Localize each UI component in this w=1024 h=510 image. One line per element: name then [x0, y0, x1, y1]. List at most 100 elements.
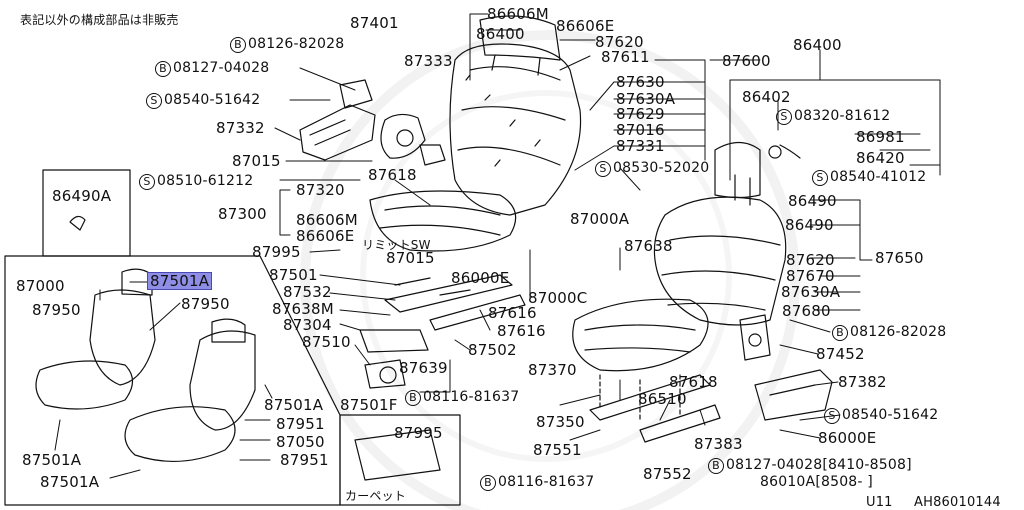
- bolt-marker-icon: B: [230, 37, 246, 53]
- part-87995-a[interactable]: 87995: [252, 243, 301, 261]
- part-87502[interactable]: 87502: [468, 341, 517, 359]
- footer-diagram-code: AH86010144: [914, 495, 1001, 510]
- part-87501[interactable]: 87501: [269, 266, 318, 284]
- part-87532[interactable]: 87532: [283, 283, 332, 301]
- part-87383[interactable]: 87383: [694, 435, 743, 453]
- part-86400-b[interactable]: 86400: [793, 36, 842, 54]
- background-watermark-inner: [360, 90, 732, 462]
- part-86490-b[interactable]: 86490: [785, 216, 834, 234]
- recliner-87332-drawing: [299, 79, 446, 166]
- part-87370[interactable]: 87370: [528, 361, 577, 379]
- part-86010a[interactable]: 86010A[8508- ]: [760, 474, 873, 490]
- part-86606e-mid[interactable]: 86606E: [296, 227, 355, 245]
- part-87000a[interactable]: 87000A: [570, 210, 630, 228]
- part-87501f[interactable]: 87501F: [340, 396, 398, 414]
- seatback-87600-drawing: [449, 15, 582, 216]
- part-87639[interactable]: 87639: [399, 359, 448, 377]
- part-87950-a[interactable]: 87950: [32, 301, 81, 319]
- part-87332[interactable]: 87332: [216, 119, 265, 137]
- part-87616-b[interactable]: 87616: [497, 322, 546, 340]
- part-87618-a[interactable]: 87618: [368, 166, 417, 184]
- part-86981[interactable]: 86981: [856, 128, 905, 146]
- part-87050[interactable]: 87050: [276, 433, 325, 451]
- part-87630[interactable]: 87630: [616, 73, 665, 91]
- part-86402[interactable]: 86402: [742, 88, 791, 106]
- part-87600[interactable]: 87600: [722, 52, 771, 70]
- part-86400-a[interactable]: 86400: [476, 25, 525, 43]
- part-87000c[interactable]: 87000C: [528, 289, 588, 307]
- part-87620-a[interactable]: 87620: [595, 33, 644, 51]
- part-87995-b[interactable]: 87995: [394, 424, 443, 442]
- label-carpet: カーペット: [345, 489, 407, 503]
- part-87638-a[interactable]: 87638: [624, 237, 673, 255]
- screw-marker-icon: S: [812, 170, 828, 186]
- part-86000e-a[interactable]: 86000E: [451, 269, 510, 287]
- part-87510[interactable]: 87510: [302, 333, 351, 351]
- part-86420[interactable]: 86420: [856, 149, 905, 167]
- part-87501a-highlighted[interactable]: 87501A: [147, 272, 213, 290]
- part-87670[interactable]: 87670: [786, 267, 835, 285]
- seatback-87650-drawing: [653, 141, 801, 326]
- part-86606m-mid[interactable]: 86606M: [296, 211, 358, 229]
- footer-model: U11: [866, 495, 893, 510]
- part-87630a-a[interactable]: 87630A: [616, 90, 676, 108]
- part-87333[interactable]: 87333: [404, 52, 453, 70]
- background-watermark: [300, 30, 800, 510]
- part-87620-b[interactable]: 87620: [786, 251, 835, 269]
- part-87320[interactable]: 87320: [296, 181, 345, 199]
- part-87300[interactable]: 87300: [218, 205, 267, 223]
- part-87611[interactable]: 87611: [601, 48, 650, 66]
- part-86606m-top[interactable]: 86606M: [487, 5, 549, 23]
- part-87382[interactable]: 87382: [838, 373, 887, 391]
- part-86510[interactable]: 86510: [638, 390, 687, 408]
- part-87551[interactable]: 87551: [533, 441, 582, 459]
- part-87016[interactable]: 87016: [616, 121, 665, 139]
- part-86490a[interactable]: 86490A: [52, 187, 112, 205]
- part-87501a-d[interactable]: 87501A: [40, 473, 100, 491]
- part-87304[interactable]: 87304: [283, 316, 332, 334]
- note-not-for-sale: 表記以外の構成部品は非販売: [20, 13, 179, 27]
- bolt-marker-icon: B: [708, 458, 724, 474]
- part-87015-a[interactable]: 87015: [232, 152, 281, 170]
- part-87650[interactable]: 87650: [875, 249, 924, 267]
- part-87501a-b[interactable]: 87501A: [264, 396, 324, 414]
- leader-lines: [54, 13, 941, 479]
- part-86606e-top[interactable]: 86606E: [556, 17, 615, 35]
- part-87350[interactable]: 87350: [536, 413, 585, 431]
- inset-box-carpet: [339, 414, 461, 506]
- part-87331[interactable]: 87331: [616, 137, 665, 155]
- part-87552[interactable]: 87552: [643, 465, 692, 483]
- part-87616-a[interactable]: 87616: [488, 304, 537, 322]
- part-87629[interactable]: 87629: [616, 105, 665, 123]
- part-87950-b[interactable]: 87950: [181, 295, 230, 313]
- part-87618-b[interactable]: 87618: [669, 373, 718, 391]
- part-87000[interactable]: 87000: [16, 277, 65, 295]
- rail-87552-drawing: [589, 374, 721, 443]
- part-87501a-c[interactable]: 87501A: [22, 451, 82, 469]
- part-87680[interactable]: 87680: [782, 302, 831, 320]
- label-limit-switch: リミットSW: [362, 238, 431, 252]
- part-87951-a[interactable]: 87951: [276, 415, 325, 433]
- part-87951-b[interactable]: 87951: [280, 451, 329, 469]
- rail-87502-drawing: [384, 274, 526, 331]
- part-87630a-b[interactable]: 87630A: [781, 283, 841, 301]
- part-86000e-b[interactable]: 86000E: [818, 429, 877, 447]
- part-87401[interactable]: 87401: [350, 14, 399, 32]
- screw-marker-icon: S: [146, 93, 162, 109]
- part-86490-a[interactable]: 86490: [788, 192, 837, 210]
- part-87452[interactable]: 87452: [816, 345, 865, 363]
- part-87638m[interactable]: 87638M: [272, 300, 334, 318]
- part-87015-b[interactable]: 87015: [386, 249, 435, 267]
